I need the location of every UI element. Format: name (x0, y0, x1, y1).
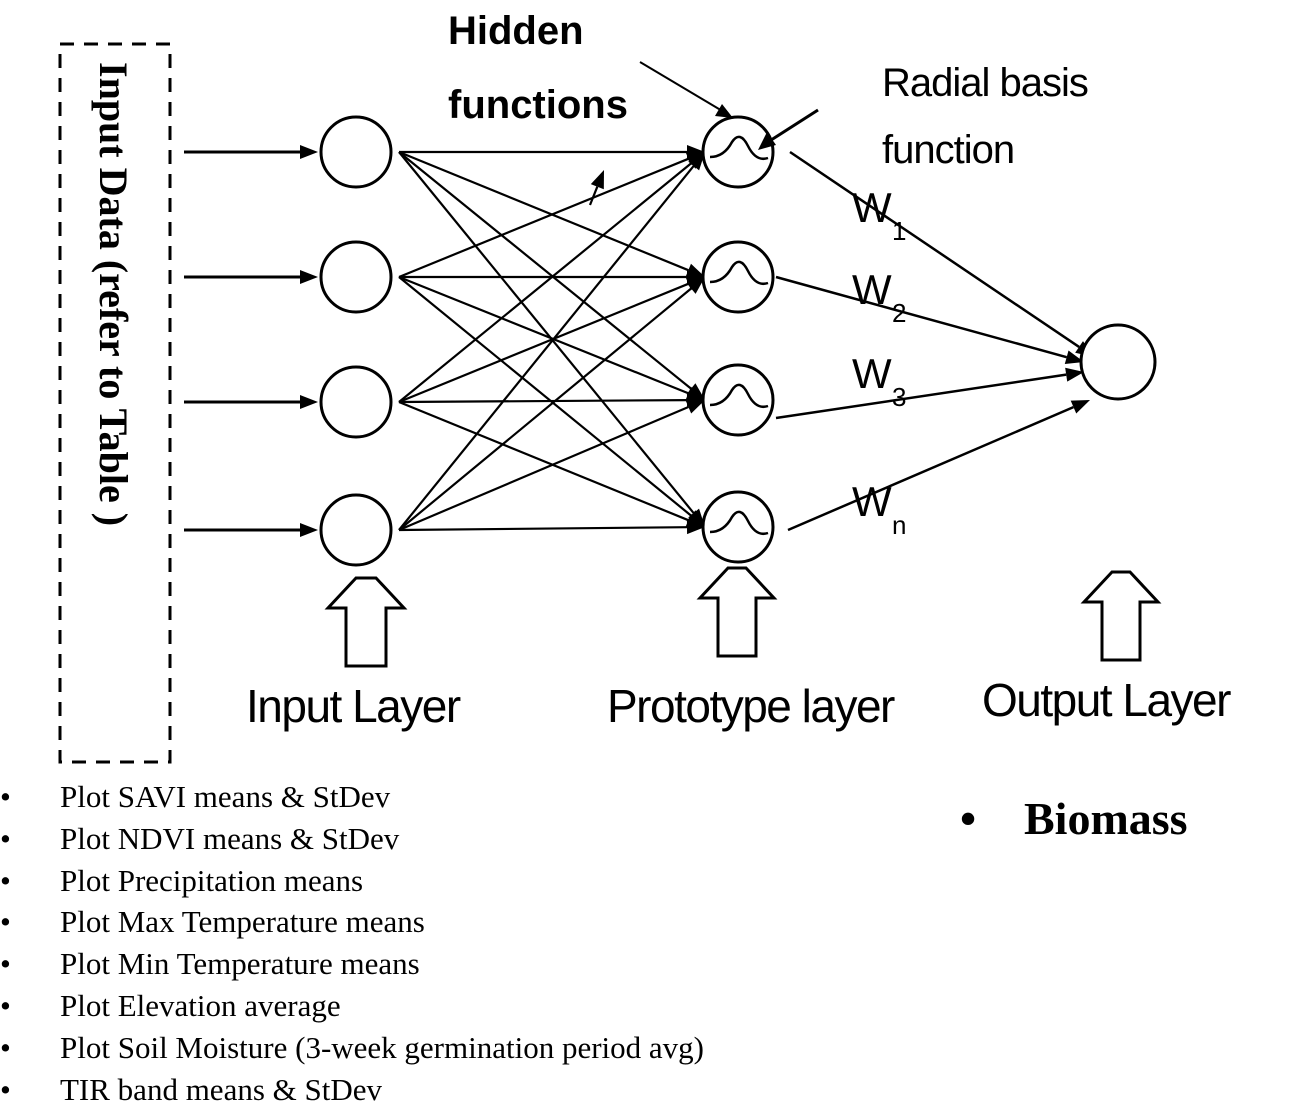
input-arrow-3 (184, 395, 318, 409)
connection-in4-proto1 (398, 152, 705, 531)
prototype-to-output-connections (775, 150, 1094, 532)
input-arrow-2 (184, 270, 318, 284)
radial-basis-label: Radial basis (882, 61, 1088, 105)
bullet-icon: • (0, 946, 11, 982)
radial-basis-pointer (767, 108, 819, 144)
input-variable-text: TIR band means & StDev (60, 1071, 383, 1107)
list-item: • Plot Elevation average (0, 985, 704, 1027)
svg-text:W: W (852, 350, 892, 397)
input-arrow-1 (184, 145, 318, 159)
input-layer-nodes (319, 115, 393, 567)
input-layer-label: Input Layer (246, 680, 461, 732)
list-item: • Biomass (960, 792, 1188, 845)
input-variable-text: Plot Min Temperature means (60, 946, 420, 982)
connection-in1-proto1 (399, 145, 705, 159)
hidden-functions-label: Hidden (448, 9, 584, 53)
radial-basis-curve-icon (709, 383, 769, 408)
svg-text:W: W (852, 184, 892, 231)
hidden-functions-pointer (639, 61, 725, 113)
svg-text:n: n (892, 510, 906, 540)
prototype-node-2 (701, 240, 775, 314)
radial-basis-curve-icon (709, 135, 769, 160)
input-variable-text: Plot Elevation average (60, 987, 341, 1023)
weight-connection-1 (789, 150, 1094, 357)
input-node-2 (319, 240, 393, 314)
output-layer-up-arrow (1080, 570, 1162, 662)
input-variable-text: Plot SAVI means & StDev (60, 779, 391, 814)
input-node-4 (319, 493, 393, 567)
input-variable-text: Plot Precipitation means (60, 862, 364, 898)
input-to-prototype-connections (398, 145, 705, 535)
prototype-node-1 (701, 115, 775, 189)
radial-basis-curve-icon (709, 510, 769, 535)
list-item: • Plot Max Temperature means (0, 901, 704, 943)
weight-connection-2 (775, 275, 1084, 364)
radial-basis-curve-icon (709, 260, 769, 285)
list-item: • Plot Precipitation means (0, 860, 704, 902)
hidden-functions-pointer-head (715, 104, 733, 118)
prototype-node-4 (701, 490, 775, 564)
weight-label-n: W n (852, 478, 906, 540)
bullet-icon: • (0, 1029, 11, 1065)
svg-text:1: 1 (892, 216, 906, 246)
input-arrows (184, 145, 318, 537)
weight-connection-4 (787, 400, 1090, 532)
output-variable-list: • Biomass (960, 792, 1188, 845)
svg-text:3: 3 (892, 382, 906, 412)
input-variable-text: Plot NDVI means & StDev (60, 820, 400, 856)
list-item: • Plot Min Temperature means (0, 943, 704, 985)
list-item: • Plot SAVI means & StDev (0, 776, 704, 818)
radial-basis-pointer-head (758, 132, 776, 150)
prototype-node-3 (701, 363, 775, 437)
hidden-functions-label-line2: functions (448, 83, 628, 127)
input-variable-text: Plot Soil Moisture (3-week germination p… (60, 1029, 704, 1065)
weight-connection-3 (775, 367, 1084, 420)
input-layer-up-arrow (324, 576, 408, 668)
bullet-icon: • (960, 793, 977, 844)
bullet-icon: • (0, 779, 11, 814)
svg-text:W: W (852, 478, 892, 525)
bullet-icon: • (0, 820, 11, 856)
weight-label-1: W 1 (852, 184, 906, 246)
prototype-layer-label: Prototype layer (607, 680, 895, 732)
radial-basis-label-line2: function (882, 128, 1014, 172)
input-data-box (58, 42, 172, 764)
input-arrow-4 (184, 523, 318, 537)
output-layer-label: Output Layer (982, 674, 1231, 726)
input-node-3 (319, 365, 393, 439)
connection-in4-proto3 (398, 400, 705, 532)
weight-label-3: W 3 (852, 350, 906, 412)
prototype-layer-nodes (701, 115, 775, 564)
svg-text:W: W (852, 266, 892, 313)
list-item: • Plot NDVI means & StDev (0, 818, 704, 860)
bullet-icon: • (0, 904, 11, 940)
svg-text:2: 2 (892, 298, 906, 328)
prototype-layer-up-arrow (696, 566, 778, 658)
connection-in4-proto4 (398, 520, 705, 535)
bullet-icon: • (0, 987, 11, 1023)
connection-in3-proto3 (398, 393, 705, 408)
bullet-icon: • (0, 1071, 11, 1107)
output-node (1079, 323, 1157, 401)
connection-in4-proto2 (398, 277, 705, 531)
bullet-icon: • (0, 862, 11, 898)
output-variable-text: Biomass (1024, 793, 1188, 844)
input-data-box-title: Input Data (refer to Table ) (91, 62, 136, 526)
input-variable-text: Plot Max Temperature means (60, 904, 425, 940)
list-item: • Plot Soil Moisture (3-week germination … (0, 1027, 704, 1069)
connection-marker (588, 170, 604, 206)
weight-label-2: W 2 (852, 266, 906, 328)
input-variable-list: • Plot SAVI means & StDev • Plot NDVI mean… (0, 776, 704, 1110)
input-node-1 (319, 115, 393, 189)
list-item: • TIR band means & StDev (0, 1069, 704, 1110)
